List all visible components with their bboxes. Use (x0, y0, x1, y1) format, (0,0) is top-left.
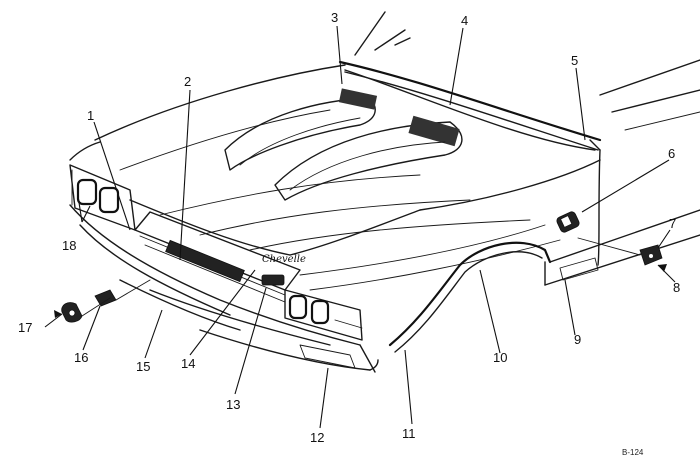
callout-9: 9 (574, 332, 581, 347)
side-marker-lamp (556, 211, 580, 233)
callout-12: 12 (310, 430, 324, 445)
lower-valance (119, 279, 241, 331)
fender (299, 149, 700, 353)
callout-6: 6 (668, 146, 675, 161)
grille (134, 211, 301, 303)
front-bumper (69, 204, 379, 373)
callout-18: 18 (62, 238, 76, 253)
callout-2: 2 (184, 74, 191, 89)
cowl-molding (338, 60, 602, 151)
callout-5: 5 (571, 53, 578, 68)
callout-16: 16 (74, 350, 88, 365)
scoop-grille-rear (338, 88, 378, 110)
chevelle-script: Chevelle (262, 254, 306, 265)
hood-emblem-script: Chevelle (262, 254, 306, 265)
marker-lamp-parts (61, 279, 151, 323)
left-headlamps (69, 164, 136, 231)
callout-17: 17 (18, 320, 32, 335)
callout-7: 7 (669, 216, 676, 231)
hood (69, 64, 596, 256)
hood-scoops (224, 88, 463, 201)
callout-13: 13 (226, 397, 240, 412)
callout-labels: 1 2 3 4 5 6 7 8 9 10 11 12 13 14 15 16 1… (18, 10, 680, 445)
reference-code: B-124 (622, 448, 644, 457)
callout-1: 1 (87, 108, 94, 123)
windshield-pillar (354, 11, 700, 131)
callout-3: 3 (331, 10, 338, 25)
callout-15: 15 (136, 359, 150, 374)
leader-lines (44, 25, 676, 429)
callout-8: 8 (673, 280, 680, 295)
callout-14: 14 (181, 356, 195, 371)
arrowheads (54, 264, 667, 318)
scoop-grille-front (408, 115, 460, 147)
callout-11: 11 (402, 426, 416, 441)
right-headlamps (284, 289, 363, 341)
grille-emblem (261, 274, 285, 286)
emblem-hardware (577, 237, 663, 266)
callout-10: 10 (493, 350, 507, 365)
callout-4: 4 (461, 13, 468, 28)
